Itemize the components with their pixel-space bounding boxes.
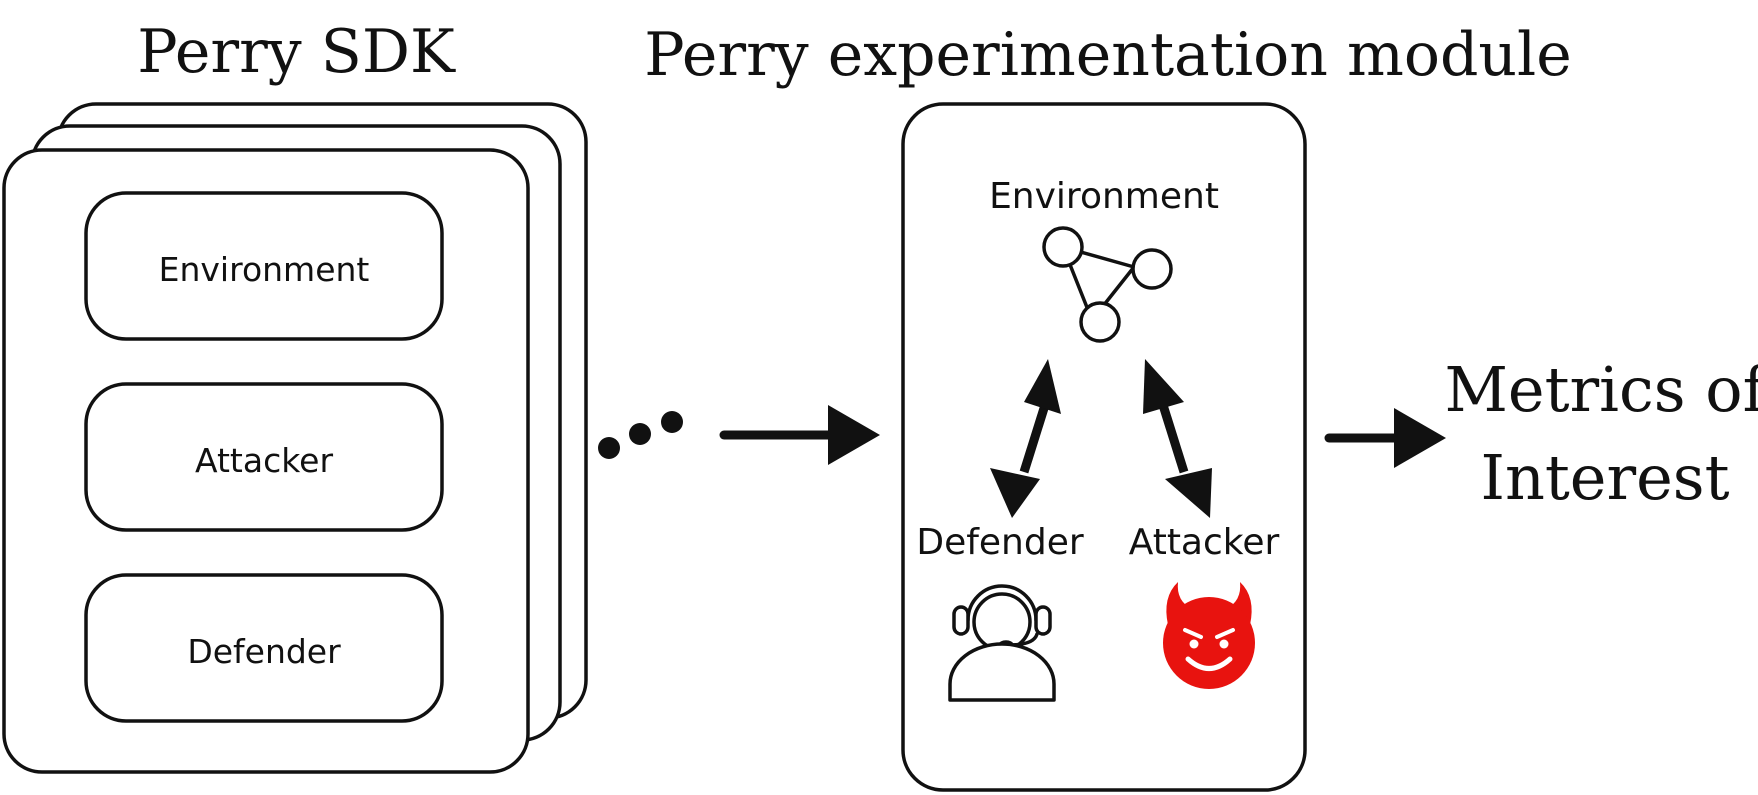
sdk-attacker-box <box>84 382 444 532</box>
arrow-to-module <box>719 405 880 465</box>
arrow-to-metrics <box>1324 408 1446 468</box>
ellipsis-dot <box>661 411 683 433</box>
ellipsis-dots <box>598 411 683 459</box>
sdk-environment-box <box>84 191 444 341</box>
support-agent-icon <box>948 584 1056 702</box>
environment-defender-arrow <box>990 359 1061 518</box>
metrics-line-2: Interest <box>1480 441 1729 514</box>
sdk-defender-box <box>84 573 444 723</box>
ellipsis-dot <box>629 423 651 445</box>
ellipsis-dot <box>598 437 620 459</box>
network-graph-icon <box>1042 226 1173 343</box>
sdk-environment-label: Environment <box>159 250 370 289</box>
devil-face-icon <box>1163 582 1255 689</box>
module-defender-label: Defender <box>916 522 1084 563</box>
metrics-line-1: Metrics of <box>1444 353 1758 426</box>
sdk-card-stack: Environment Attacker Defender <box>2 102 588 774</box>
sdk-title: Perry SDK <box>137 17 456 87</box>
module-attacker-label: Attacker <box>1129 522 1280 563</box>
sdk-defender-label: Defender <box>187 632 341 671</box>
environment-attacker-arrow <box>1143 359 1212 518</box>
module-environment-label: Environment <box>989 176 1219 217</box>
sdk-attacker-label: Attacker <box>195 441 333 480</box>
module-title: Perry experimentation module <box>644 20 1571 90</box>
